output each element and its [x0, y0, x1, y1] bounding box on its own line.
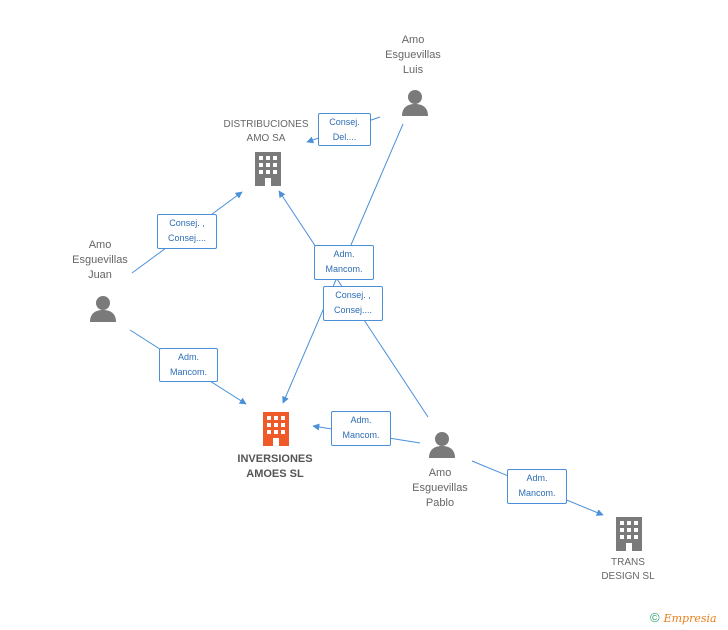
edge-label-line: Del....	[332, 132, 357, 142]
node-label-inversiones[interactable]: INVERSIONES AMOES SL	[224, 452, 326, 482]
person-icon[interactable]	[402, 90, 428, 116]
node-label-line: DESIGN SL	[601, 571, 655, 582]
building-icon[interactable]	[255, 152, 281, 186]
edge-label-line: Mancom.	[518, 488, 556, 498]
edge-label-line: Consej. ,	[169, 218, 205, 228]
edge-label-line: Adm.	[350, 415, 372, 425]
node-label-line: Amo	[428, 467, 452, 479]
building-icon[interactable]	[616, 517, 642, 551]
edge-label-line: Consej....	[167, 233, 207, 243]
edge-label-line: Consej.	[329, 117, 360, 127]
node-label-distribuciones[interactable]: DISTRIBUCIONES AMO SA	[215, 118, 317, 146]
edge-label-pablo-trans[interactable]: Adm. Mancom.	[507, 469, 567, 504]
node-label-line: AMO SA	[246, 133, 286, 144]
edge-label-line: Adm.	[333, 249, 355, 259]
edge-label-line: Mancom.	[342, 430, 380, 440]
edge-label-line: Consej....	[333, 305, 373, 315]
node-label-line: DISTRIBUCIONES	[223, 119, 309, 130]
edge-label-pablo-inversiones[interactable]: Adm. Mancom.	[331, 411, 391, 446]
node-label-juan[interactable]: Amo Esguevillas Juan	[59, 238, 141, 283]
person-icon[interactable]	[429, 432, 455, 458]
node-label-line: Amo	[401, 34, 425, 46]
edge-label-luis-inversiones[interactable]: Adm. Mancom.	[314, 245, 374, 280]
empresia-logo: Empresia	[663, 612, 717, 625]
node-label-line: Esguevillas	[72, 254, 128, 266]
building-icon[interactable]	[263, 412, 289, 446]
credits-watermark[interactable]: ©Empresia	[650, 610, 717, 625]
node-label-line: Pablo	[425, 497, 455, 509]
node-label-line: Esguevillas	[412, 482, 468, 494]
node-label-line: INVERSIONES	[237, 453, 313, 465]
edge-label-pablo-distribuciones[interactable]: Consej. , Consej....	[323, 286, 383, 321]
edge-label-line: Mancom.	[169, 367, 207, 377]
person-icon[interactable]	[90, 296, 116, 322]
node-label-line: AMOES SL	[246, 468, 304, 480]
node-label-luis[interactable]: Amo Esguevillas Luis	[372, 33, 454, 78]
edge-label-juan-inversiones[interactable]: Adm. Mancom.	[159, 348, 218, 382]
node-label-line: Amo	[88, 239, 112, 251]
edge-label-line: Adm.	[177, 352, 199, 362]
node-label-pablo[interactable]: Amo Esguevillas Pablo	[399, 466, 481, 511]
copyright-symbol: ©	[650, 610, 660, 625]
node-label-line: Luis	[402, 64, 424, 76]
edge-label-line: Consej. ,	[335, 290, 371, 300]
node-label-trans[interactable]: TRANS DESIGN SL	[583, 556, 673, 584]
edge-label-line: Mancom.	[325, 264, 363, 274]
node-label-line: Esguevillas	[385, 49, 441, 61]
edge-label-juan-distribuciones[interactable]: Consej. , Consej....	[157, 214, 217, 249]
edge-label-line: Adm.	[526, 473, 548, 483]
node-label-line: Juan	[88, 269, 112, 281]
edge-label-luis-distribuciones[interactable]: Consej. Del....	[318, 113, 371, 146]
node-label-line: TRANS	[611, 557, 645, 568]
